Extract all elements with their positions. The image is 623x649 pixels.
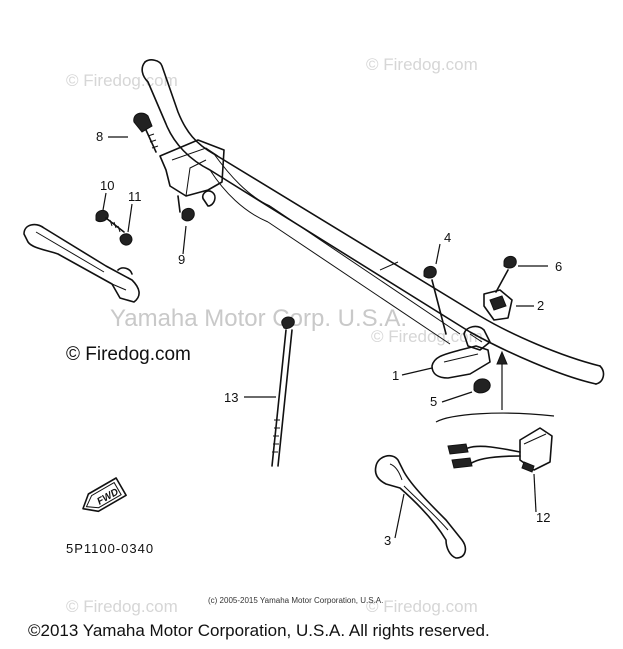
part-6-screw: [495, 255, 517, 293]
callouts: 8 9 10 11 4 6 2 1 5 12 13 3: [96, 129, 562, 548]
watermark-group: © Firedog.com © Firedog.com © Firedog.co…: [66, 55, 483, 616]
brand-mark: © Firedog.com: [66, 344, 191, 365]
copyright-small: (c) 2005-2015 Yamaha Motor Corporation, …: [208, 596, 383, 605]
callout-6: 6: [555, 259, 562, 274]
part-12-switch: [447, 427, 553, 473]
callout-leaders: [102, 136, 548, 539]
callout-10: 10: [100, 178, 114, 193]
copyright-footer: ©2013 Yamaha Motor Corporation, U.S.A. A…: [28, 621, 490, 640]
watermark-overlay: Yamaha Motor Corp. U.S.A.: [110, 305, 407, 332]
callout-11: 11: [128, 189, 142, 204]
part-8-bolt: [133, 112, 159, 153]
callout-13: 13: [224, 390, 238, 405]
part-13-rod: [271, 316, 295, 467]
callout-9: 9: [178, 252, 185, 267]
diagram-code: 5P1100-0340: [66, 541, 154, 556]
watermark-middle-right: © Firedog.com: [371, 327, 483, 346]
callout-8: 8: [96, 129, 103, 144]
watermark-bottom-right: © Firedog.com: [366, 597, 478, 616]
part-11-nut: [119, 233, 133, 246]
watermark-top-left: © Firedog.com: [66, 71, 178, 90]
part-4-screw: [423, 265, 447, 335]
part-9-nut: [181, 207, 195, 222]
callout-3: 3: [384, 533, 391, 548]
part-3-lever: [374, 454, 467, 559]
callout-5: 5: [430, 394, 437, 409]
part-5-nut: [473, 378, 491, 394]
callout-2: 2: [537, 298, 544, 313]
callout-12: 12: [536, 510, 550, 525]
left-master-cylinder: [159, 139, 225, 213]
watermark-top-right: © Firedog.com: [366, 55, 478, 74]
callout-4: 4: [444, 230, 451, 245]
fwd-tag: FWD: [82, 477, 127, 513]
fwd-label: FWD: [95, 487, 120, 508]
part-2-clamp: [483, 289, 513, 321]
indicator-arrow: [435, 350, 555, 423]
handlebar: [141, 59, 605, 385]
watermark-bottom-left: © Firedog.com: [66, 597, 178, 616]
right-lever-holder: [431, 325, 491, 379]
callout-1: 1: [392, 368, 399, 383]
left-lever: [23, 223, 140, 303]
part-10-bolt: [95, 209, 125, 233]
